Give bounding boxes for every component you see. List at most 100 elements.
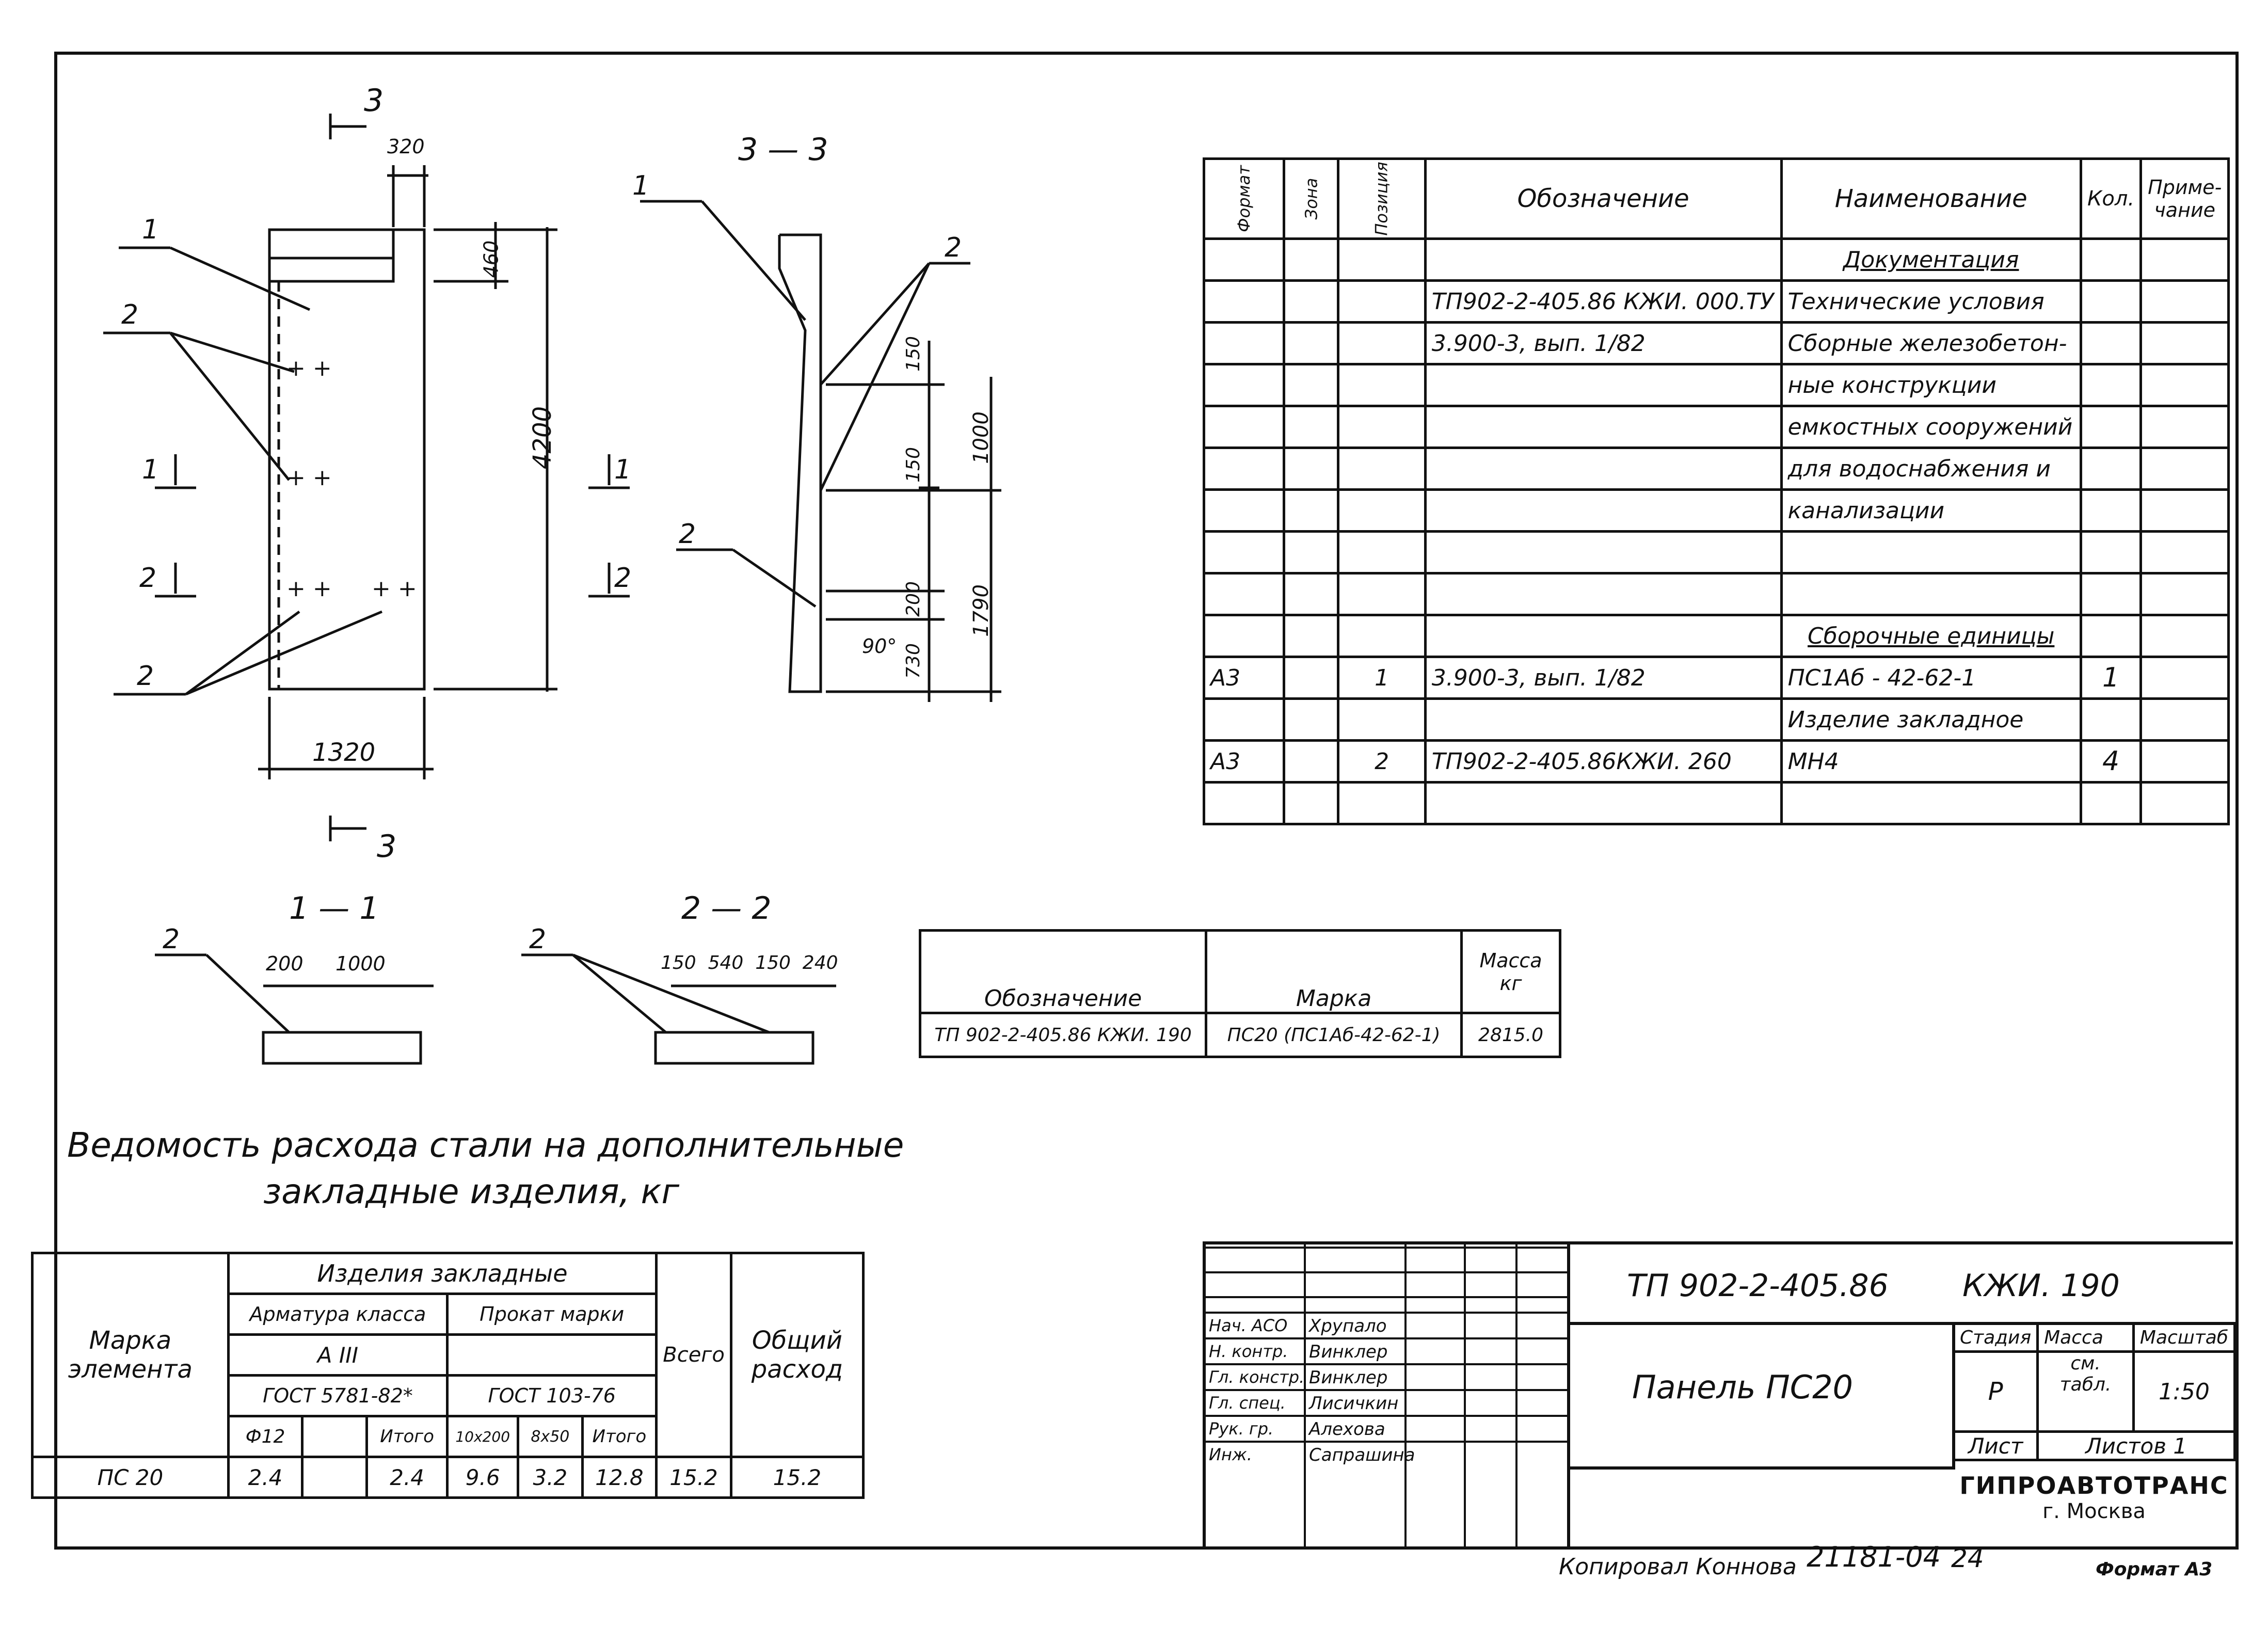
section-11-title: 1 — 1 <box>289 890 379 927</box>
spec-cell-note <box>2139 614 2230 658</box>
steel-row-mark: ПС 20 <box>31 1456 230 1499</box>
spec-cell-name: для водоснабжения и <box>1780 446 2082 491</box>
spec-cell-zone <box>1282 572 1340 616</box>
spec-cell-zone <box>1282 279 1340 324</box>
footer-page: 24 <box>1951 1543 1984 1573</box>
signer-blank-line <box>1206 1247 1567 1249</box>
spec-row: емкостных сооружений <box>1203 405 2230 449</box>
steel-header-rebar-class: Арматура класса <box>227 1292 449 1336</box>
signer-column-divider <box>1515 1244 1518 1546</box>
dim-320: 320 <box>387 135 425 158</box>
signer-blank-line <box>1206 1296 1567 1298</box>
stamp-doc-code: ТП 902-2-405.86 <box>1627 1268 1889 1304</box>
footer-format: Формат А3 <box>2096 1559 2213 1580</box>
stamp-stage-label: Стадия <box>1952 1322 2039 1353</box>
spec-cell-name: Изделие закладное <box>1780 697 2082 742</box>
steel-header-items: Изделия закладные <box>227 1252 658 1295</box>
spec-cell-designation: 3.900-3, вып. 1/82 <box>1424 656 1783 700</box>
steel-row-blank <box>301 1456 369 1499</box>
spec-cell-qty: 1 <box>2079 656 2143 700</box>
stamp-sheet-label: Лист <box>1952 1430 2039 1461</box>
signer-row: Нач. АСО Хрупало <box>1206 1312 1567 1339</box>
spec-row: Сборочные единицы <box>1203 614 2230 658</box>
spec-cell-position <box>1337 237 1427 282</box>
spec-cell-position <box>1337 279 1427 324</box>
steel-header-gost-rolled: ГОСТ 103-76 <box>446 1374 658 1417</box>
section-22-title: 2 — 2 <box>681 890 772 927</box>
spec-cell-zone <box>1282 237 1340 282</box>
spec-cell-qty <box>2079 488 2143 533</box>
spec-cell-note <box>2139 530 2230 574</box>
spec-cell-qty <box>2079 530 2143 574</box>
spec-header-row: Формат Зона Позиция Обозначение Наименов… <box>1203 157 2230 240</box>
panel-front-outline <box>268 228 426 691</box>
spec-cell-position <box>1337 781 1427 825</box>
stamp-scale: 1:50 <box>2132 1350 2237 1433</box>
spec-cell-name: Документация <box>1780 237 2082 282</box>
spec-cell-designation: ТП902-2-405.86КЖИ. 260 <box>1424 739 1783 784</box>
spec-cell-format: А3 <box>1203 656 1285 700</box>
spec-cell-name <box>1780 530 2082 574</box>
spec-cell-format <box>1203 614 1285 658</box>
anchor-marks-2: + + <box>286 465 332 491</box>
stamp-title: Панель ПС20 <box>1632 1368 1853 1406</box>
spec-cell-name: Сборные железобетон- <box>1780 321 2082 365</box>
steel-row-itogo1: 2.4 <box>365 1456 449 1499</box>
steel-title-line1: Ведомость расхода стали на дополнительны… <box>67 1125 904 1165</box>
stamp-org-box: ГИПРОАВТОТРАНС г. Москва <box>1952 1472 2236 1523</box>
steel-row-overall: 15.2 <box>729 1456 865 1499</box>
signer-name: Алехова <box>1309 1419 1385 1440</box>
signer-row: Гл. констр.Винклер <box>1206 1363 1567 1391</box>
angle-90: 90° <box>862 635 897 658</box>
steel-data-row: ПС 20 2.4 2.4 9.6 3.2 12.8 15.2 15.2 <box>31 1456 865 1499</box>
anchor-marks-4: + + <box>372 576 417 602</box>
signer-row: Гл. спец. Лисичкин <box>1206 1389 1567 1417</box>
dim-150b: 150 <box>902 447 924 483</box>
stamp-code-box: ТП 902-2-405.86 КЖИ. 190 <box>1570 1244 2236 1325</box>
section-33-profile <box>778 233 822 693</box>
s22-dims: 150 540 150 240 <box>661 952 838 973</box>
spec-cell-designation <box>1424 446 1783 491</box>
steel-header-a3: А III <box>227 1333 449 1377</box>
spec-cell-note <box>2139 279 2230 324</box>
stamp-mass-label: Масса <box>2036 1322 2135 1353</box>
cut3-bottom-label: 3 <box>377 828 397 865</box>
stamp-scale-label: Масштаб <box>2132 1322 2237 1353</box>
spec-cell-position: 2 <box>1337 739 1427 784</box>
steel-header-itogo2: Итого <box>581 1415 658 1458</box>
steel-header-itogo1: Итого <box>365 1415 449 1458</box>
spec-cell-note <box>2139 446 2230 491</box>
spec-cell-qty: 4 <box>2079 739 2143 784</box>
signer-role: Гл. спец. <box>1209 1393 1286 1413</box>
spec-cell-designation <box>1424 697 1783 742</box>
spec-cell-designation <box>1424 781 1783 825</box>
stamp-org: ГИПРОАВТОТРАНС <box>1959 1472 2229 1499</box>
spec-cell-note <box>2139 363 2230 407</box>
spec-cell-position <box>1337 446 1427 491</box>
mass-row-mark: ПС20 (ПС1Аб-42-62-1) <box>1205 1012 1463 1058</box>
signer-name: Лисичкин <box>1309 1393 1399 1414</box>
dim-1320: 1320 <box>312 738 376 767</box>
steel-header-10x200: 10х200 <box>446 1415 520 1458</box>
signer-role: Нач. АСО <box>1209 1316 1288 1335</box>
steel-header-rolled-blank <box>446 1333 658 1377</box>
spec-cell-name: МН4 <box>1780 739 2082 784</box>
stamp-sheets-label: Листов 1 <box>2036 1430 2236 1461</box>
spec-cell-format <box>1203 405 1285 449</box>
spec-cell-note <box>2139 739 2230 784</box>
spec-cell-format <box>1203 446 1285 491</box>
pos-label-1: 1 <box>142 214 159 245</box>
spec-cell-zone <box>1282 614 1340 658</box>
signer-row: Н. контр.Винклер <box>1206 1337 1567 1365</box>
footer-copied: Копировал Коннова <box>1559 1554 1797 1580</box>
spec-cell-format <box>1203 781 1285 825</box>
dim-200: 200 <box>902 581 924 617</box>
steel-row-total: 15.2 <box>655 1456 732 1499</box>
spec-cell-zone <box>1282 697 1340 742</box>
signer-name: Сапрашина <box>1309 1445 1415 1465</box>
signer-name: Хрупало <box>1309 1316 1387 1336</box>
spec-cell-qty <box>2079 279 2143 324</box>
